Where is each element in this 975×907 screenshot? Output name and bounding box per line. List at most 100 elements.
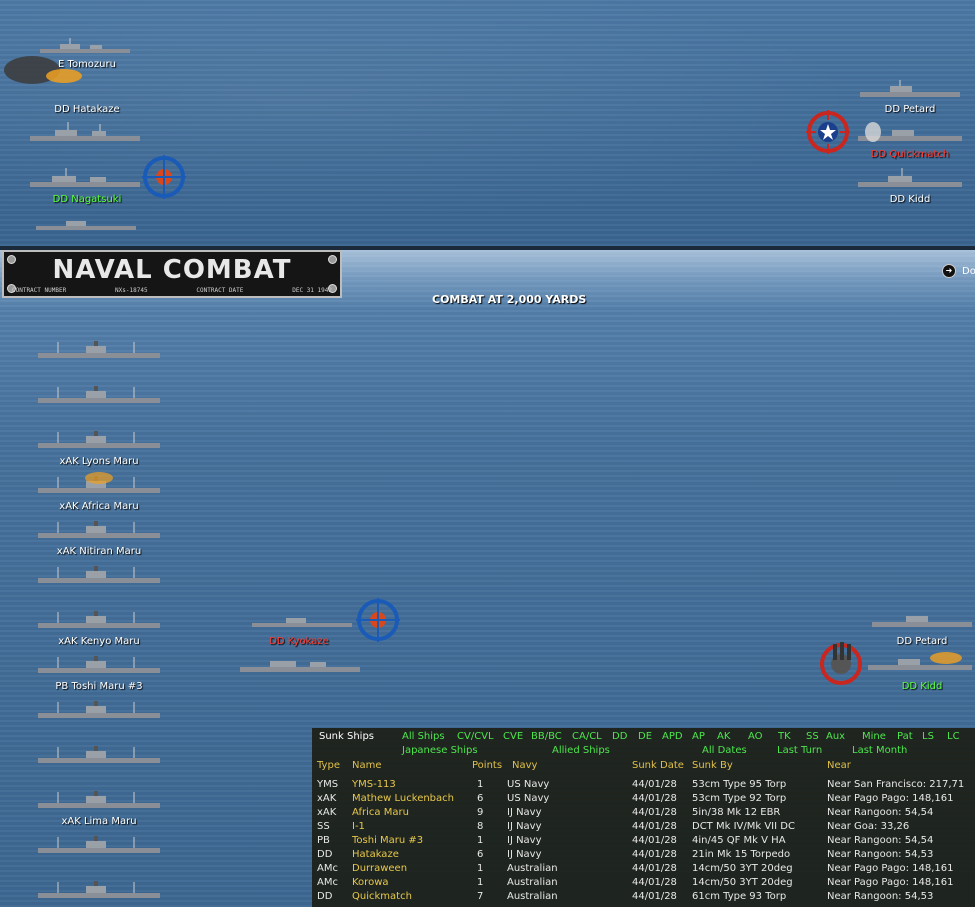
label-kenyo-maru: xAK Kenyo Maru (58, 636, 140, 647)
cell-sunk-by: DCT Mk IV/Mk VII DC (692, 821, 795, 832)
filter-all-ships[interactable]: All Ships (402, 731, 445, 742)
bolt-icon (328, 255, 337, 264)
filter-allied-ships[interactable]: Allied Ships (552, 745, 610, 756)
merchant-ship (38, 610, 162, 632)
label-hatakaze: DD Hatakaze (54, 104, 120, 115)
cell-navy: Australian (507, 863, 558, 874)
contract-date-label: CONTRACT DATE (196, 287, 244, 294)
explosion-smoke (2, 50, 92, 90)
filter-apd[interactable]: APD (662, 731, 683, 742)
japanese-target-icon (356, 598, 400, 646)
column-header-sunk-by[interactable]: Sunk By (692, 760, 733, 771)
japanese-target-icon (142, 155, 186, 203)
cell-points: 1 (477, 835, 484, 846)
filter-ap[interactable]: AP (692, 731, 705, 742)
contract-date: DEC 31 1942 (292, 287, 332, 294)
filter-tk[interactable]: TK (778, 731, 791, 742)
cell-name: Hatakaze (352, 849, 399, 860)
bolt-icon (328, 284, 337, 293)
filter-last-month[interactable]: Last Month (852, 745, 908, 756)
ship-partial (36, 220, 138, 234)
column-header-navy[interactable]: Navy (512, 760, 538, 771)
cell-navy: Australian (507, 891, 558, 902)
cell-name: Durraween (352, 863, 408, 874)
cell-navy: IJ Navy (507, 821, 542, 832)
filter-de[interactable]: DE (638, 731, 653, 742)
cell-name: Toshi Maru #3 (352, 835, 424, 846)
ship-nagatsuki (30, 168, 142, 190)
filter-mine[interactable]: Mine (862, 731, 886, 742)
column-header-type[interactable]: Type (317, 760, 340, 771)
contract-number: NXs-18745 (115, 287, 148, 294)
column-header-name[interactable]: Name (352, 760, 382, 771)
naval-combat-banner: NAVAL COMBAT CONTRACT NUMBER NXs-18745 C… (2, 250, 342, 298)
cell-type: xAK (317, 793, 337, 804)
filter-ak[interactable]: AK (717, 731, 731, 742)
label-nitiran-maru: xAK Nitiran Maru (56, 546, 142, 557)
ship-petard (860, 80, 962, 100)
bolt-icon (7, 255, 16, 264)
filter-lc[interactable]: LC (947, 731, 960, 742)
cell-points: 7 (477, 891, 484, 902)
label-tomozuru: E Tomozuru (58, 59, 116, 70)
ship-kidd-bottom (868, 652, 974, 674)
cell-name: YMS-113 (352, 779, 396, 790)
column-header-sunk-date[interactable]: Sunk Date (632, 760, 684, 771)
cell-sunk-by: 5in/38 Mk 12 EBR (692, 807, 781, 818)
filter-cv-cvl[interactable]: CV/CVL (457, 731, 494, 742)
column-header-points[interactable]: Points (472, 760, 503, 771)
label-kyokaze: DD Kyokaze (269, 636, 329, 647)
cell-points: 1 (477, 877, 484, 888)
merchant-ship (38, 700, 162, 722)
cell-type: AMc (317, 877, 338, 888)
filter-pat[interactable]: Pat (897, 731, 913, 742)
cell-near: Near Rangoon: 54,53 (827, 849, 934, 860)
cell-sunk-by: 21in Mk 15 Torpedo (692, 849, 791, 860)
cell-name: Quickmatch (352, 891, 412, 902)
filter-ls[interactable]: LS (922, 731, 934, 742)
label-lyons-maru: xAK Lyons Maru (59, 456, 139, 467)
cell-type: SS (317, 821, 330, 832)
label-quickmatch: DD Quickmatch (870, 149, 950, 160)
cell-navy: IJ Navy (507, 835, 542, 846)
allied-target-icon (806, 110, 850, 158)
ship-hatakaze (30, 122, 142, 144)
filter-ss[interactable]: SS (806, 731, 819, 742)
banner-contract-line: CONTRACT NUMBER NXs-18745 CONTRACT DATE … (12, 287, 332, 294)
column-header-near[interactable]: Near (827, 760, 851, 771)
cell-type: PB (317, 835, 330, 846)
filter-ao[interactable]: AO (748, 731, 763, 742)
label-petard-bottom: DD Petard (896, 636, 948, 647)
cell-sunk-date: 44/01/28 (632, 807, 677, 818)
label-lima-maru: xAK Lima Maru (61, 816, 137, 827)
cell-sunk-date: 44/01/28 (632, 793, 677, 804)
filter-last-turn[interactable]: Last Turn (777, 745, 823, 756)
done-button[interactable]: ➜ Do (942, 264, 975, 278)
filter-dd[interactable]: DD (612, 731, 628, 742)
filter-ca-cl[interactable]: CA/CL (572, 731, 602, 742)
cell-near: Near Pago Pago: 148,161 (827, 863, 954, 874)
view-divider (0, 246, 975, 250)
fire-icon (84, 470, 114, 486)
cell-sunk-by: 53cm Type 95 Torp (692, 779, 787, 790)
filter-all-dates[interactable]: All Dates (702, 745, 747, 756)
filter-aux[interactable]: Aux (826, 731, 846, 742)
ship-kyokaze (252, 614, 354, 630)
merchant-ship (38, 790, 162, 812)
filter-japanese-ships[interactable]: Japanese Ships (402, 745, 478, 756)
cell-navy: IJ Navy (507, 807, 542, 818)
cell-sunk-date: 44/01/28 (632, 849, 677, 860)
filter-bb-bc[interactable]: BB/BC (531, 731, 562, 742)
filter-cve[interactable]: CVE (503, 731, 524, 742)
cell-points: 1 (477, 863, 484, 874)
